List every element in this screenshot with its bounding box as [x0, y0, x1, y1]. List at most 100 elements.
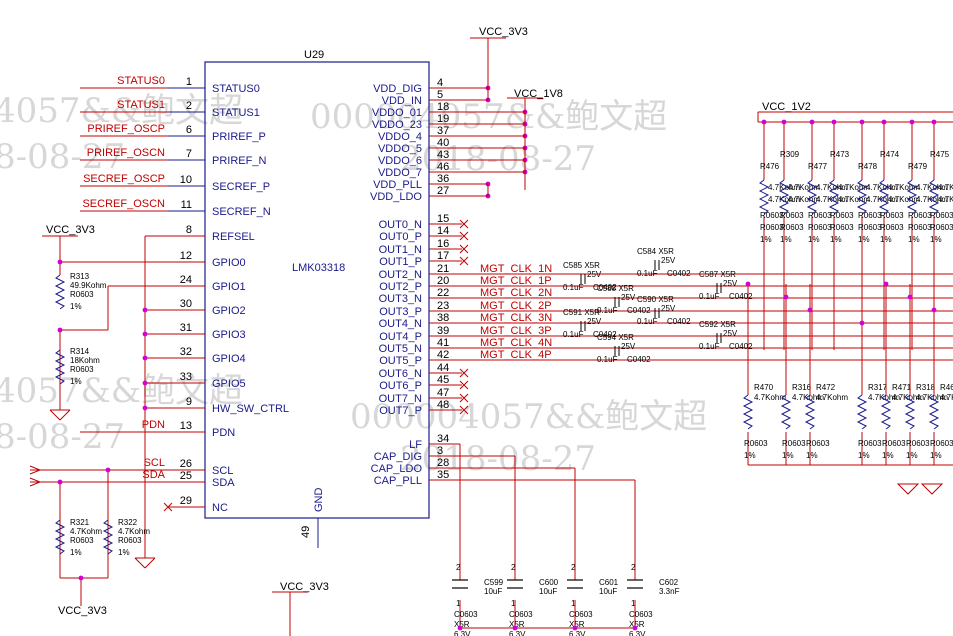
pullup-tolerance: 1% — [908, 235, 920, 244]
pullup-package: R0603 — [760, 223, 784, 232]
pullup-value: 4.7Kohm — [938, 183, 953, 192]
pullup-value: 4.7Kohm — [938, 195, 953, 204]
pin-number: 22 — [437, 287, 449, 299]
pin-name: STATUS1 — [212, 107, 260, 119]
junction-dot — [881, 119, 887, 125]
resistor-ref: R322 — [118, 518, 138, 527]
cap-package: C0402 — [593, 330, 617, 339]
pullup-tolerance: 1% — [858, 235, 870, 244]
bypass-cap-ref: C599 — [484, 578, 504, 587]
pin-name: OUT7_N — [379, 393, 422, 405]
pullup-package: R0603 — [808, 211, 832, 220]
pullup-body — [906, 179, 918, 215]
cap-ref: C594 X5R — [597, 333, 634, 342]
bypass-cap-value: 10uF — [484, 587, 502, 596]
cap-value: 0.1uF — [699, 292, 720, 301]
cap-voltage: 25V — [723, 279, 738, 288]
cap-voltage: 25V — [621, 293, 636, 302]
pullup-package: R0603 — [930, 211, 953, 220]
resistor-tolerance: 1% — [70, 377, 82, 386]
vcc3v3-bottom-label: VCC_3V3 — [280, 581, 329, 593]
pullup-value: 4.7Kohm — [768, 195, 800, 204]
bypass-cap-package: C0603 — [629, 610, 653, 619]
cap-voltage: 25V — [723, 329, 738, 338]
pin-number: 21 — [437, 263, 449, 275]
pulldown-body — [928, 394, 940, 430]
bypass-cap-value: 3.3nF — [659, 587, 680, 596]
pulldown-value: 4.7Kohm — [792, 393, 824, 402]
ic-ref: U29 — [304, 49, 324, 61]
vcc3v3-top-label: VCC_3V3 — [479, 26, 528, 38]
net-label: STATUS1 — [117, 99, 165, 111]
cap-value: 0.1uF — [699, 342, 720, 351]
pin-number: 1 — [186, 76, 192, 88]
pullup-resistors: R4764.7Kohm4.7KohmR0603R06031%R3094.7Koh… — [758, 119, 953, 350]
pin-name: PRIREF_N — [212, 155, 266, 167]
pin-name: REFSEL — [212, 231, 255, 243]
pulldown-body — [742, 394, 754, 430]
resistor-ref: R313 — [70, 272, 90, 281]
bypass-cap-voltage: 6.3V — [629, 630, 646, 636]
pin-number: 41 — [437, 337, 449, 349]
cap-ref: C590 X5R — [637, 295, 674, 304]
pin-name: VDD_LDO — [370, 191, 422, 203]
resistor-ref: R314 — [70, 347, 90, 356]
pin-name: SDA — [212, 477, 235, 489]
cap-value: 0.1uF — [597, 306, 618, 315]
bypass-cap-value: 10uF — [539, 587, 557, 596]
net-label: SCL — [144, 457, 165, 469]
bypass-cap-dielectric: X5R — [454, 620, 470, 629]
left-resistor-network — [30, 235, 205, 579]
pullup-body — [828, 179, 840, 215]
pin-number: 42 — [437, 349, 449, 361]
net-label: SDA — [142, 469, 165, 481]
pullup-body — [758, 179, 770, 215]
pin-number: 10 — [180, 174, 192, 186]
pin-name: PRIREF_P — [212, 131, 266, 143]
ground-symbols — [896, 483, 944, 495]
pin-name: GPIO1 — [212, 281, 246, 293]
pin-name: VDDO_7 — [378, 167, 422, 179]
pin-number: 23 — [437, 300, 449, 312]
pin-number: 47 — [437, 387, 449, 399]
pin-number: 33 — [180, 371, 192, 383]
junction-dot — [859, 320, 865, 326]
pullup-ref: R478 — [858, 162, 878, 171]
pin-name: OUT5_N — [379, 343, 422, 355]
bypass-pin-number: 2 — [456, 563, 461, 572]
output-net-label: MGT_CLK_4N — [480, 337, 552, 349]
pullup-body — [778, 179, 790, 215]
junction-dot — [931, 307, 937, 313]
bypass-cap-dielectric: X5R — [629, 620, 645, 629]
pullup-value: 4.7Kohm — [916, 183, 948, 192]
net-label: PRIREF_OSCP — [87, 123, 165, 135]
watermark-text: 4057&&鲍文超 — [0, 371, 243, 411]
pin-name: GPIO0 — [212, 257, 246, 269]
bypass-cap-package: C0603 — [569, 610, 593, 619]
junction-dot — [142, 307, 148, 313]
bypass-cap-package: C0603 — [509, 610, 533, 619]
cap-ref: C587 X5R — [699, 270, 736, 279]
junction-dot — [105, 467, 111, 473]
pullup-package: R0603 — [880, 223, 904, 232]
resistor-tolerance: 1% — [70, 548, 82, 557]
pin-name: VDDO_5 — [378, 143, 422, 155]
left-pin-group: 1STATUS0STATUS02STATUS1STATUS16PRIREF_PP… — [80, 75, 289, 514]
output-net-label: MGT_CLK_3N — [480, 312, 552, 324]
watermark-layer: 4057&&鲍文超 8-08-27 000004057&&鲍文超 2018-08… — [0, 91, 707, 479]
pulldown-tolerance: 1% — [930, 451, 942, 460]
pin-name: HW_SW_CTRL — [212, 403, 289, 415]
pin-name: NC — [212, 502, 228, 514]
watermark-text: 000004057&&鲍文超 — [350, 397, 707, 437]
cap-ref: C585 X5R — [563, 261, 600, 270]
net-label: PDN — [142, 419, 165, 431]
pin-number: 17 — [437, 250, 449, 262]
pullup-value: 4.7Kohm — [888, 183, 920, 192]
cap-package: C0402 — [627, 306, 651, 315]
vcc3v3-bottom-left-label: VCC_3V3 — [58, 605, 107, 617]
pullup-package: R0603 — [908, 223, 932, 232]
cap-package: C0402 — [627, 355, 651, 364]
junction-dot — [745, 281, 751, 287]
pullup-value: 4.7Kohm — [916, 195, 948, 204]
